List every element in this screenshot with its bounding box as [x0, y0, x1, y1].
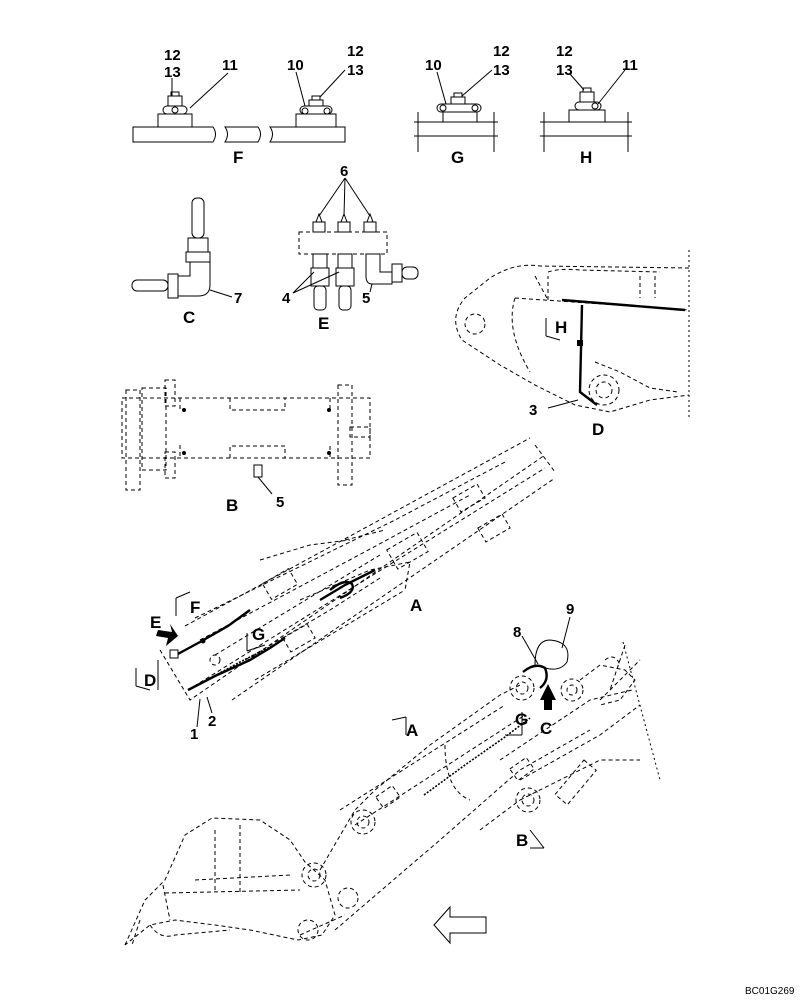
view-label-h: H	[580, 148, 592, 167]
view-marker-c: C	[540, 719, 552, 738]
drawing-code: BC01G269	[745, 986, 795, 997]
callout-6: 6	[340, 163, 348, 180]
view-label-d: D	[592, 420, 604, 439]
view-g-detail	[414, 69, 498, 152]
callout-4: 4	[282, 290, 291, 307]
view-label-c: C	[183, 308, 195, 327]
view-marker-a: A	[406, 721, 418, 740]
callout-10: 10	[287, 57, 304, 74]
view-marker-b: B	[516, 831, 528, 850]
view-f-detail	[132, 69, 346, 143]
view-marker-g2: G	[515, 710, 528, 729]
view-marker-e: E	[150, 613, 161, 632]
callout-3: 3	[529, 402, 537, 419]
view-h-detail	[540, 69, 632, 152]
callout-12: 12	[347, 43, 364, 60]
callout-7: 7	[234, 290, 242, 307]
view-marker-f: F	[190, 598, 200, 617]
callout-8: 8	[513, 624, 521, 641]
callout-11: 11	[622, 57, 638, 74]
callout-13: 13	[493, 62, 510, 79]
view-marker-h: H	[555, 318, 567, 337]
callout-2: 2	[208, 713, 216, 730]
callout-5: 5	[362, 290, 370, 307]
view-d-detail	[455, 250, 690, 420]
view-label-a: A	[410, 596, 422, 615]
callout-11: 11	[222, 57, 238, 74]
view-c-detail	[131, 197, 233, 299]
callout-13: 13	[556, 62, 573, 79]
callout-12: 12	[556, 43, 573, 60]
excavator-arm-overview	[124, 616, 661, 946]
callout-13: 13	[347, 62, 364, 79]
view-label-f: F	[233, 148, 243, 167]
callout-5: 5	[276, 494, 284, 511]
view-a-detail	[135, 437, 556, 728]
callout-1: 1	[190, 726, 198, 743]
view-e-detail	[292, 177, 419, 311]
view-marker-g: G	[252, 625, 265, 644]
view-label-e: E	[318, 314, 329, 333]
callout-13: 13	[164, 64, 181, 81]
view-b-detail	[121, 379, 371, 495]
callout-9: 9	[566, 601, 574, 618]
view-label-g: G	[451, 148, 464, 167]
callout-12: 12	[493, 43, 510, 60]
view-label-b: B	[226, 496, 238, 515]
view-marker-d: D	[144, 671, 156, 690]
callout-12: 12	[164, 47, 181, 64]
callout-10: 10	[425, 57, 442, 74]
